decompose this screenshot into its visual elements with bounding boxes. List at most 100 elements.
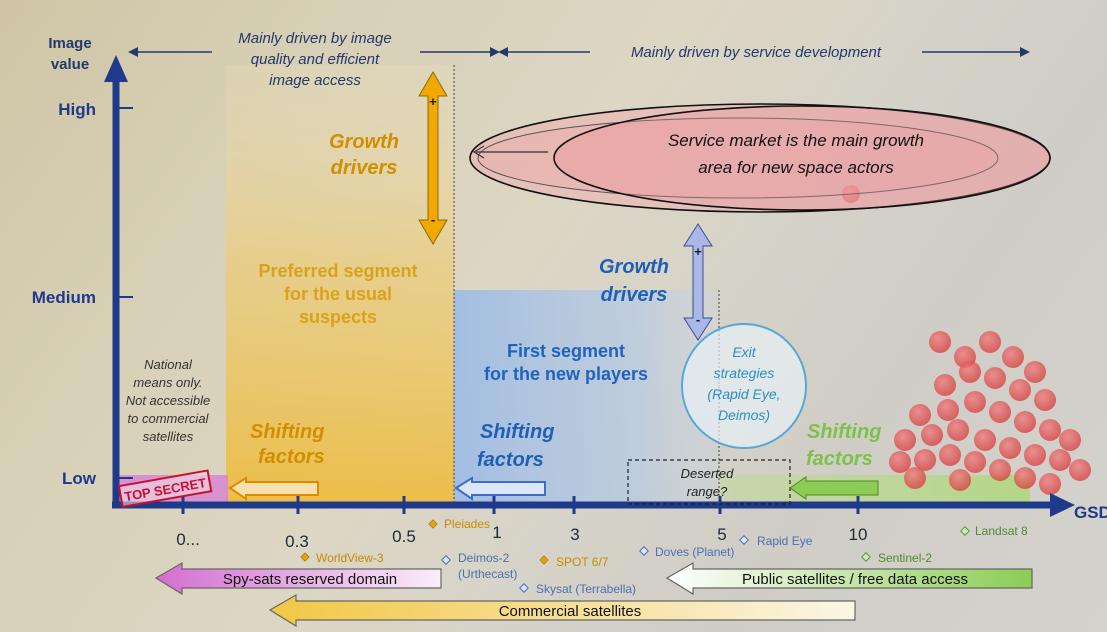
shifting-blue: Shifting factors	[477, 421, 554, 471]
ellipse-inner	[553, 105, 1051, 211]
satellite-spot67: SPOT 6/7	[539, 555, 609, 569]
header-right-arrowhead-left	[498, 47, 508, 57]
red-dot	[1014, 411, 1036, 433]
bottom-arrow-spy: Spy-sats reserved domain	[154, 561, 442, 596]
rapideye-label: Rapid Eye	[757, 534, 813, 548]
red-dot	[1002, 346, 1024, 368]
shifting-orange-line1: Shifting	[250, 421, 324, 443]
satellite-rapideye: Rapid Eye	[739, 534, 813, 548]
growth-drivers-blue: + - Growth drivers	[599, 223, 713, 341]
red-dot	[937, 399, 959, 421]
red-dot	[909, 404, 931, 426]
exit-line1: Exit	[732, 344, 756, 360]
deimos2-marker	[441, 555, 451, 565]
satellite-deimos2: Deimos-2 (Urthecast)	[441, 551, 517, 581]
pleiades-marker	[428, 519, 438, 529]
national-line5: satellites	[143, 429, 194, 444]
worldview3-marker	[300, 552, 310, 562]
shifting-green: Shifting factors	[806, 421, 881, 470]
exit-line2: strategies	[714, 365, 775, 381]
growth-drivers-blue-line2: drivers	[601, 284, 668, 306]
red-dot	[989, 459, 1011, 481]
y-axis-arrowhead	[104, 55, 128, 82]
red-dot	[1024, 444, 1046, 466]
first-segment-band	[454, 290, 719, 505]
deimos2-sublabel: (Urthecast)	[458, 567, 517, 581]
preferred-line3: suspects	[299, 307, 377, 327]
spy-arrow-shape	[154, 561, 442, 596]
header-right-text: Mainly driven by service development	[631, 44, 882, 61]
public-arrow-label: Public satellites / free data access	[742, 571, 968, 588]
red-dot	[959, 361, 981, 383]
sentinel2-label: Sentinel-2	[878, 551, 932, 565]
x-tick-label-0: 0...	[176, 530, 200, 549]
spot67-label: SPOT 6/7	[556, 555, 609, 569]
commercial-arrow-label: Commercial satellites	[499, 603, 642, 620]
doves-marker	[639, 546, 649, 556]
red-dot	[1009, 379, 1031, 401]
growth-drivers-orange-line2: drivers	[331, 157, 398, 179]
red-dot	[979, 331, 1001, 353]
preferred-segment-label: Preferred segment for the usual suspects	[258, 261, 417, 327]
worldview3-label: WorldView-3	[316, 551, 384, 565]
red-dot	[1049, 449, 1071, 471]
ellipse-middle	[477, 117, 999, 199]
landsat8-label: Landsat 8	[975, 524, 1028, 538]
y-level-high: High	[58, 100, 96, 119]
deserted-box	[627, 459, 791, 505]
ellipse-pointer-arrowhead	[472, 145, 485, 159]
header-right-arrowhead-right	[1020, 47, 1030, 57]
red-dot	[989, 401, 1011, 423]
doves-label: Doves (Planet)	[655, 545, 734, 559]
exit-circle	[681, 323, 807, 449]
exit-line4: Deimos)	[718, 407, 770, 423]
national-line4: to commercial	[128, 411, 210, 426]
y-axis-title-line2: value	[51, 56, 89, 73]
header-right: Mainly driven by service development	[498, 44, 1030, 61]
sentinel2-marker	[861, 552, 871, 562]
deserted-range: Deserted range?	[627, 459, 791, 505]
red-dot	[1024, 361, 1046, 383]
exit-line3: (Rapid Eye,	[707, 386, 780, 402]
x-axis-title: GSD	[1074, 503, 1107, 522]
header-left-line3: image access	[269, 72, 361, 89]
red-dot	[1059, 429, 1081, 451]
ellipse-text-line2: area for new space actors	[698, 158, 894, 177]
red-dot	[947, 419, 969, 441]
red-dot	[1014, 467, 1036, 489]
x-tick-label-10: 10	[849, 525, 868, 544]
growth-drivers-orange: + - Growth drivers	[329, 71, 448, 245]
x-tick-label-03: 0.3	[285, 532, 309, 551]
shifting-arrow-blue	[454, 476, 546, 501]
spot67-marker	[539, 555, 549, 565]
preferred-line2: for the usual	[284, 284, 392, 304]
shifting-blue-line2: factors	[477, 449, 544, 471]
x-tick-label-05: 0.5	[392, 527, 416, 546]
y-level-low: Low	[62, 469, 97, 488]
header-left-line1: Mainly driven by image	[238, 30, 391, 47]
x-axis-ticks	[181, 496, 860, 514]
red-dot	[939, 444, 961, 466]
x-tick-label-5: 5	[717, 525, 726, 544]
y-axis-title-line1: Image	[48, 35, 91, 52]
header-left: Mainly driven by image quality and effic…	[128, 30, 500, 89]
deserted-line2: range?	[687, 484, 728, 499]
satellite-markers: Pleiades WorldView-3 SPOT 6/7 Deimos-2 (…	[300, 517, 1028, 596]
first-line2: for the new players	[484, 364, 648, 384]
bottom-arrow-commercial: Commercial satellites	[268, 593, 856, 628]
red-dot	[984, 367, 1006, 389]
national-line2: means only.	[133, 375, 202, 390]
shifting-orange-line2: factors	[258, 446, 325, 468]
shifting-arrow-green	[789, 476, 879, 500]
satellite-skysat: Skysat (Terrabella)	[519, 582, 636, 596]
shifting-green-line1: Shifting	[807, 421, 881, 443]
red-dot	[964, 451, 986, 473]
red-dot	[1034, 389, 1056, 411]
public-arrow-shape	[665, 561, 1033, 596]
red-dot	[921, 424, 943, 446]
satellite-sentinel2: Sentinel-2	[861, 551, 932, 565]
header-left-line2: quality and efficient	[251, 51, 380, 68]
spy-arrow-label: Spy-sats reserved domain	[223, 571, 397, 588]
